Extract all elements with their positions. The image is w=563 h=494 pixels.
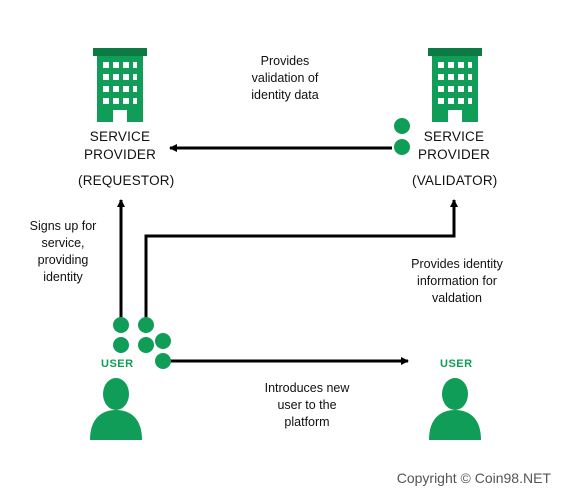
- requestor-role: (REQUESTOR): [78, 173, 175, 188]
- introduce-line3: platform: [284, 415, 330, 429]
- requestor-title-line1: SERVICE: [89, 129, 151, 144]
- user-right-label: USER: [440, 358, 473, 370]
- connector-dot: [113, 317, 129, 333]
- validator-building-icon: [428, 48, 482, 122]
- identity-info-line3: valdation: [431, 291, 483, 305]
- requestor-label: SERVICE PROVIDER (REQUESTOR): [78, 128, 175, 190]
- introduce-line1: Introduces new: [264, 381, 350, 395]
- connector-dot: [155, 353, 171, 369]
- connector-dot: [155, 333, 171, 349]
- validation-line2: validation of: [251, 71, 319, 85]
- signup-edge-label: Signs up for service, providing identity: [20, 218, 106, 286]
- validator-title-line2: PROVIDER: [417, 147, 491, 162]
- validator-label: SERVICE PROVIDER (VALIDATOR): [412, 128, 498, 190]
- identity-info-line1: Provides identity: [411, 257, 503, 271]
- identity-info-line2: information for: [417, 274, 497, 288]
- introduce-line2: user to the: [277, 398, 337, 412]
- signup-line3: providing: [37, 253, 89, 267]
- validator-role: (VALIDATOR): [412, 173, 498, 188]
- signup-line1: Signs up for: [29, 219, 97, 233]
- validator-title-line1: SERVICE: [423, 129, 485, 144]
- user-left-label: USER: [101, 358, 134, 370]
- validation-line3: identity data: [251, 88, 319, 102]
- arrow-identity-info: [144, 199, 458, 318]
- requestor-title-line2: PROVIDER: [83, 147, 157, 162]
- signup-line2: service,: [41, 236, 85, 250]
- connector-dot: [138, 337, 154, 353]
- identity-info-edge-label: Provides identity information for valdat…: [395, 256, 519, 307]
- connector-dot: [113, 337, 129, 353]
- connector-dot: [138, 317, 154, 333]
- user-right-icon: [429, 378, 481, 440]
- requestor-building-icon: [93, 48, 147, 122]
- validation-line1: Provides: [260, 54, 310, 68]
- user-left-icon: [90, 378, 142, 440]
- connector-dot: [394, 118, 410, 134]
- copyright-text: Copyright © Coin98.NET: [396, 470, 551, 486]
- validation-edge-label: Provides validation of identity data: [230, 53, 340, 104]
- connector-dot: [394, 139, 410, 155]
- signup-line4: identity: [43, 270, 83, 284]
- connector-dots: [113, 118, 410, 369]
- introduce-edge-label: Introduces new user to the platform: [252, 380, 362, 431]
